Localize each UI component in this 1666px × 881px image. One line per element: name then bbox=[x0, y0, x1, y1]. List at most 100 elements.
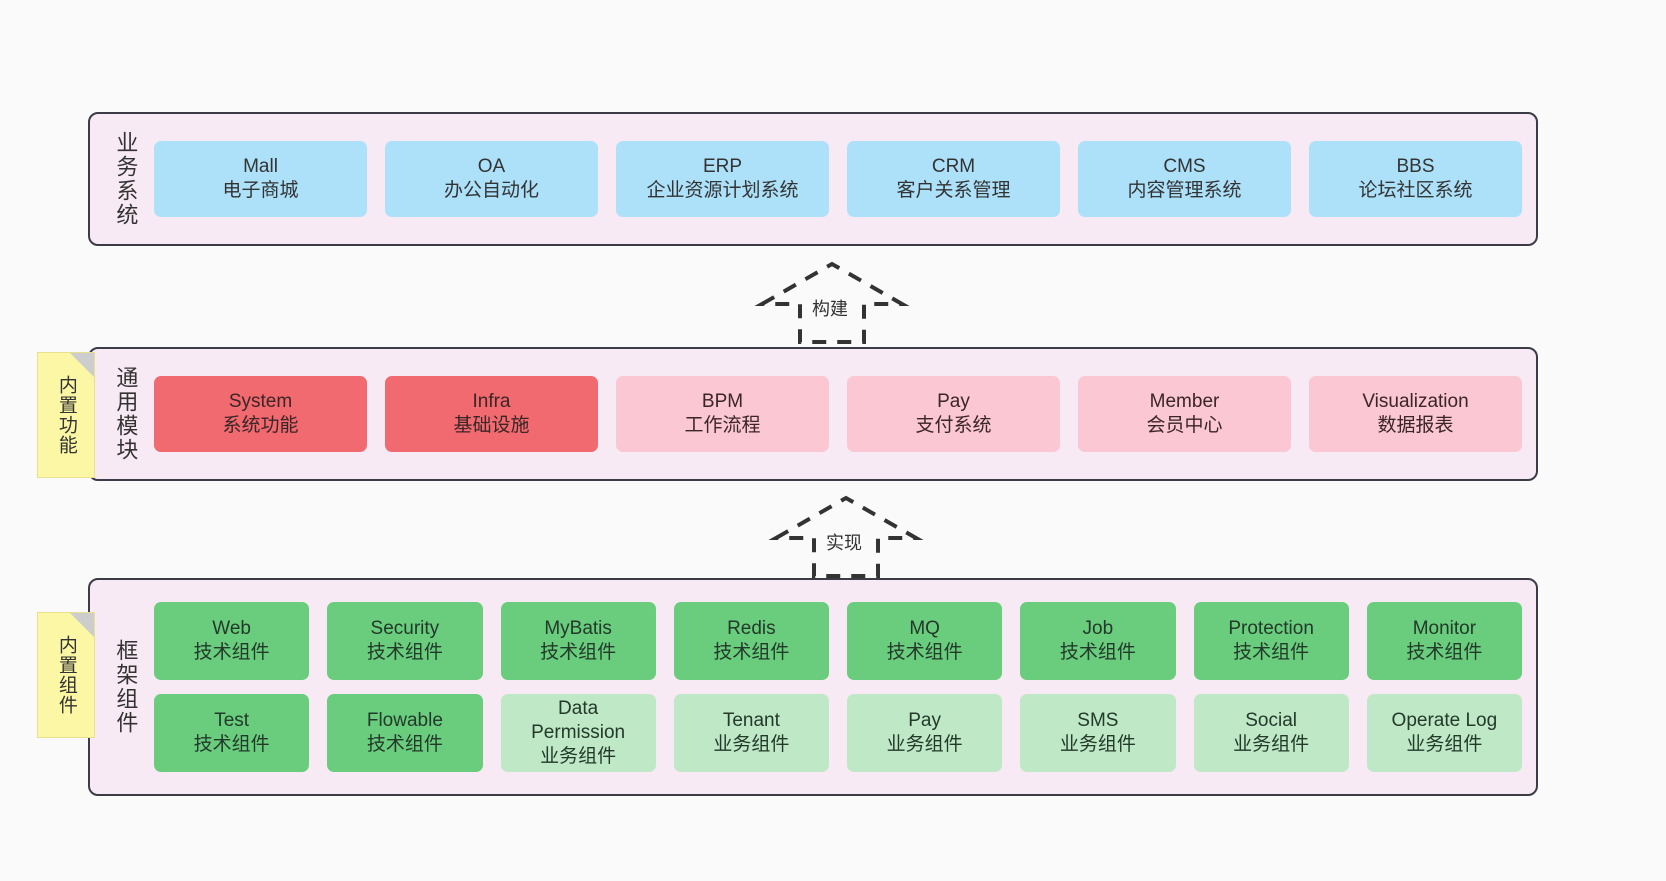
framework-card-web[interactable]: Web 技术组件 bbox=[154, 602, 310, 680]
layer-business-system: 业务系统 Mall 电子商城 OA 办公自动化 ERP 企业资源计划系统 CRM… bbox=[88, 112, 1538, 246]
card-name: Monitor bbox=[1412, 617, 1477, 639]
card-name: Data bbox=[558, 697, 599, 719]
card-desc: 论坛社区系统 bbox=[1358, 180, 1473, 201]
framework-card-redis[interactable]: Redis 技术组件 bbox=[673, 602, 829, 680]
connector-build: 构建 bbox=[752, 258, 912, 344]
card-desc: 技术组件 bbox=[886, 642, 963, 663]
card-name: Security bbox=[370, 617, 440, 639]
layer-business-body: Mall 电子商城 OA 办公自动化 ERP 企业资源计划系统 CRM 客户关系… bbox=[146, 124, 1522, 234]
card-name: Pay bbox=[937, 390, 970, 412]
framework-card-pay[interactable]: Pay 业务组件 bbox=[847, 694, 1003, 772]
card-desc: 业务组件 bbox=[886, 734, 963, 755]
card-desc: 会员中心 bbox=[1146, 415, 1223, 436]
card-name: Infra bbox=[472, 390, 511, 412]
layer-framework-title: 框架组件 bbox=[113, 639, 139, 735]
card-desc: 技术组件 bbox=[366, 734, 443, 755]
card-name-line2: Permission bbox=[531, 721, 626, 743]
card-desc: 办公自动化 bbox=[443, 180, 539, 201]
card-desc: 技术组件 bbox=[366, 642, 443, 663]
card-desc: 业务组件 bbox=[713, 734, 790, 755]
framework-card-monitor[interactable]: Monitor 技术组件 bbox=[1366, 602, 1522, 680]
layer-business-title: 业务系统 bbox=[113, 131, 139, 227]
framework-card-data-permission[interactable]: Data Permission 业务组件 bbox=[500, 694, 656, 772]
card-name: MyBatis bbox=[544, 617, 612, 639]
card-name: ERP bbox=[702, 155, 743, 177]
layer-framework-component: 框架组件 Web 技术组件 Security 技术组件 MyBatis 技术组件… bbox=[88, 578, 1538, 796]
layer-common-body: System 系统功能 Infra 基础设施 BPM 工作流程 Pay 支付系统… bbox=[146, 359, 1522, 469]
business-card-crm[interactable]: CRM 客户关系管理 bbox=[847, 141, 1060, 217]
card-name: Visualization bbox=[1362, 390, 1469, 412]
framework-card-operate-log[interactable]: Operate Log 业务组件 bbox=[1366, 694, 1522, 772]
card-desc: 技术组件 bbox=[540, 642, 617, 663]
business-card-erp[interactable]: ERP 企业资源计划系统 bbox=[616, 141, 829, 217]
framework-card-job[interactable]: Job 技术组件 bbox=[1020, 602, 1176, 680]
layer-common-title: 通用模块 bbox=[113, 366, 139, 462]
framework-card-tenant[interactable]: Tenant 业务组件 bbox=[673, 694, 829, 772]
card-desc: 技术组件 bbox=[1059, 642, 1136, 663]
business-card-bbs[interactable]: BBS 论坛社区系统 bbox=[1309, 141, 1522, 217]
dashed-up-arrow-icon bbox=[754, 261, 910, 344]
card-desc: 基础设施 bbox=[453, 415, 530, 436]
note-builtin-function: 内置功能 bbox=[37, 352, 95, 478]
card-desc: 数据报表 bbox=[1377, 415, 1454, 436]
card-name: CRM bbox=[931, 155, 976, 177]
card-desc: 技术组件 bbox=[1406, 642, 1483, 663]
framework-card-mq[interactable]: MQ 技术组件 bbox=[847, 602, 1003, 680]
card-name: MQ bbox=[909, 617, 940, 639]
card-desc: 业务组件 bbox=[1233, 734, 1310, 755]
layer-framework-body: Web 技术组件 Security 技术组件 MyBatis 技术组件 Redi… bbox=[146, 590, 1522, 784]
connector-build-label: 构建 bbox=[812, 299, 848, 319]
card-desc: 技术组件 bbox=[193, 734, 270, 755]
card-desc: 业务组件 bbox=[1406, 734, 1483, 755]
card-name: Flowable bbox=[366, 709, 443, 731]
dashed-up-arrow-icon bbox=[768, 495, 924, 578]
framework-card-flowable[interactable]: Flowable 技术组件 bbox=[327, 694, 483, 772]
business-card-cms[interactable]: CMS 内容管理系统 bbox=[1078, 141, 1291, 217]
card-name: Web bbox=[212, 617, 251, 639]
card-name: Social bbox=[1245, 709, 1297, 731]
common-card-pay[interactable]: Pay 支付系统 bbox=[847, 376, 1060, 452]
card-desc: 企业资源计划系统 bbox=[646, 180, 799, 201]
common-card-infra[interactable]: Infra 基础设施 bbox=[385, 376, 598, 452]
card-desc: 技术组件 bbox=[1233, 642, 1310, 663]
note-label: 内置组件 bbox=[55, 635, 77, 715]
card-name: OA bbox=[477, 155, 506, 177]
card-desc: 技术组件 bbox=[713, 642, 790, 663]
common-card-visualization[interactable]: Visualization 数据报表 bbox=[1309, 376, 1522, 452]
card-desc: 系统功能 bbox=[222, 415, 299, 436]
layer-common-module: 通用模块 System 系统功能 Infra 基础设施 BPM 工作流程 Pay… bbox=[88, 347, 1538, 481]
framework-card-sms[interactable]: SMS 业务组件 bbox=[1020, 694, 1176, 772]
card-desc: 内容管理系统 bbox=[1127, 180, 1242, 201]
card-name: Member bbox=[1149, 390, 1220, 412]
card-name: System bbox=[228, 390, 293, 412]
framework-card-mybatis[interactable]: MyBatis 技术组件 bbox=[500, 602, 656, 680]
card-name: CMS bbox=[1163, 155, 1206, 177]
card-name: Protection bbox=[1228, 617, 1314, 639]
connector-implement: 实现 bbox=[766, 492, 926, 578]
framework-card-row-2: Test 技术组件 Flowable 技术组件 Data Permission … bbox=[154, 694, 1522, 772]
card-name: BPM bbox=[701, 390, 744, 412]
common-card-bpm[interactable]: BPM 工作流程 bbox=[616, 376, 829, 452]
framework-card-social[interactable]: Social 业务组件 bbox=[1193, 694, 1349, 772]
framework-card-security[interactable]: Security 技术组件 bbox=[327, 602, 483, 680]
card-desc: 工作流程 bbox=[684, 415, 761, 436]
business-card-mall[interactable]: Mall 电子商城 bbox=[154, 141, 367, 217]
card-desc: 电子商城 bbox=[222, 180, 299, 201]
card-name: Job bbox=[1082, 617, 1114, 639]
framework-card-protection[interactable]: Protection 技术组件 bbox=[1193, 602, 1349, 680]
card-desc: 支付系统 bbox=[915, 415, 992, 436]
business-card-row: Mall 电子商城 OA 办公自动化 ERP 企业资源计划系统 CRM 客户关系… bbox=[154, 141, 1522, 217]
card-name: SMS bbox=[1077, 709, 1119, 731]
card-name: Tenant bbox=[722, 709, 780, 731]
common-card-member[interactable]: Member 会员中心 bbox=[1078, 376, 1291, 452]
card-name: Pay bbox=[908, 709, 941, 731]
framework-card-test[interactable]: Test 技术组件 bbox=[154, 694, 310, 772]
connector-implement-label: 实现 bbox=[826, 533, 862, 553]
card-desc: 业务组件 bbox=[540, 746, 617, 768]
common-card-system[interactable]: System 系统功能 bbox=[154, 376, 367, 452]
card-name: Mall bbox=[243, 155, 278, 177]
card-desc: 技术组件 bbox=[193, 642, 270, 663]
business-card-oa[interactable]: OA 办公自动化 bbox=[385, 141, 598, 217]
note-builtin-component: 内置组件 bbox=[37, 612, 95, 738]
